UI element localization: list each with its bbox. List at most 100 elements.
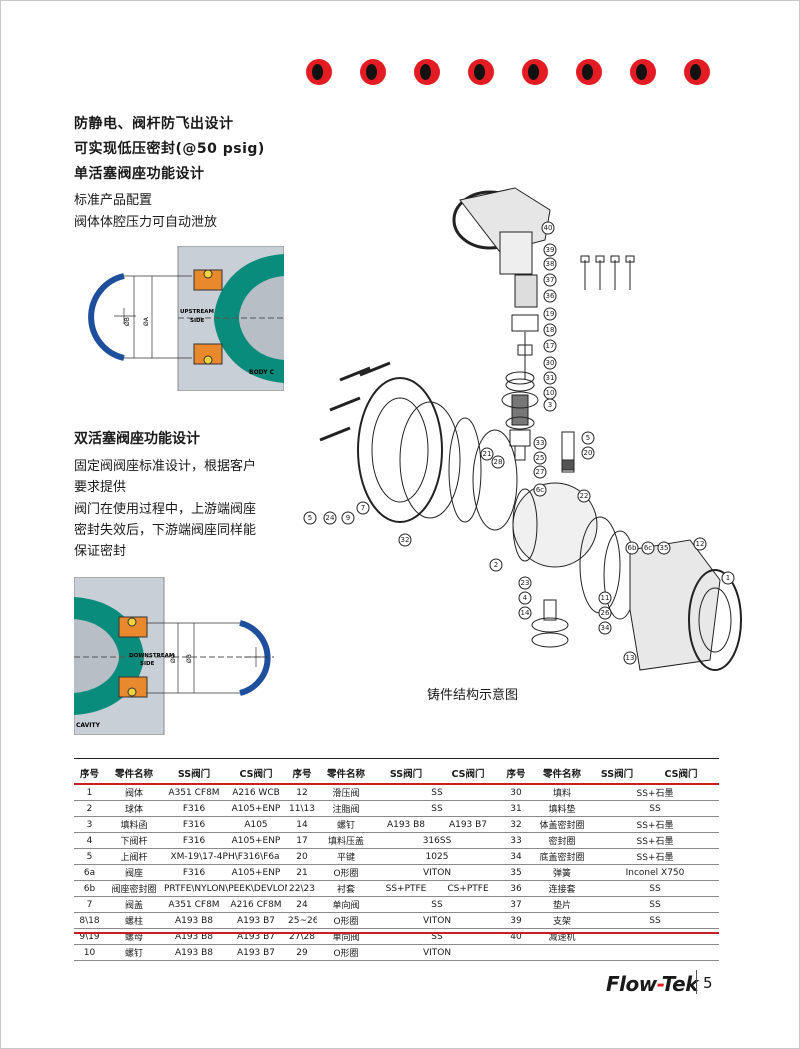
callout-26: 26 xyxy=(598,606,612,620)
upstream-label: UPSTREAM xyxy=(180,309,214,315)
callout-1: 1 xyxy=(721,571,735,585)
dot-icon xyxy=(684,59,710,85)
table-cell: 10 xyxy=(74,944,105,961)
svg-text:5: 5 xyxy=(586,434,590,442)
table-cell: O形圈 xyxy=(317,944,375,961)
callout-38: 38 xyxy=(543,257,557,271)
col-header: SS阀门 xyxy=(591,763,643,785)
col-header: SS阀门 xyxy=(163,763,225,785)
seat-diagram-downstream: ØC ØB DOWNSTREAM SIDE CAVITY xyxy=(74,577,274,735)
table-cell: 36 xyxy=(499,880,533,897)
table-cell: 6b xyxy=(74,880,105,897)
table-cell: 31 xyxy=(499,800,533,817)
callout-20: 20 xyxy=(581,446,595,460)
svg-text:3: 3 xyxy=(548,401,552,409)
svg-text:17: 17 xyxy=(546,342,555,350)
dot-icon xyxy=(630,59,656,85)
table-cell: 17 xyxy=(287,832,317,849)
table-cell: F316 xyxy=(163,800,225,817)
table-cell: 1 xyxy=(74,784,105,801)
svg-text:25: 25 xyxy=(536,454,545,462)
table-cell: 21 xyxy=(287,864,317,881)
table-cell: 20 xyxy=(287,848,317,865)
table-cell: 填料垫 xyxy=(533,800,591,817)
table-cell: 垫片 xyxy=(533,896,591,913)
table-cell: O形圈 xyxy=(317,912,375,929)
callout-22: 22 xyxy=(577,489,591,503)
logo-dash: - xyxy=(656,972,662,996)
svg-text:35: 35 xyxy=(660,544,669,552)
svg-text:38: 38 xyxy=(546,260,555,268)
callout-4: 4 xyxy=(518,591,532,605)
table-cell: A105+ENP xyxy=(225,800,287,817)
table-cell: SS xyxy=(375,896,499,913)
table-cell: A193 B7 xyxy=(225,912,287,929)
section2-line-3: 阀门在使用过程中，上游端阀座 xyxy=(74,502,257,517)
table-cell: 6a xyxy=(74,864,105,881)
table-cell xyxy=(591,944,643,961)
section-double-piston-title: 双活塞阀座功能设计 xyxy=(74,431,200,447)
dim-c-label: ØC xyxy=(170,654,177,663)
headline-low-pressure: 可实现低压密封(@50 psig) xyxy=(74,141,265,157)
body-label: BODY C xyxy=(249,369,275,376)
parts-table: 序号 零件名称 SS阀门 CS阀门 序号 零件名称 SS阀门 CS阀门 序号 零… xyxy=(74,763,719,961)
table-cell xyxy=(643,944,719,961)
table-cell: SS xyxy=(591,800,719,817)
headline-single-piston: 单活塞阀座功能设计 xyxy=(74,166,205,182)
section2-line-2: 要求提供 xyxy=(74,480,127,495)
headline-antistatic: 防静电、阀杆防飞出设计 xyxy=(74,116,234,132)
svg-text:14: 14 xyxy=(521,609,530,617)
callout-17: 17 xyxy=(543,339,557,353)
table-cell: 填料压盖 xyxy=(317,832,375,849)
callout-37: 37 xyxy=(543,273,557,287)
svg-text:9: 9 xyxy=(346,514,350,522)
table-cell: 滑压阀 xyxy=(317,784,375,801)
table-cell: 球体 xyxy=(105,800,163,817)
callout-21: 21 xyxy=(480,447,494,461)
table-cell: 33 xyxy=(499,832,533,849)
svg-text:37: 37 xyxy=(546,276,555,284)
callout-5b: 5 xyxy=(303,511,317,525)
callout-10: 10 xyxy=(543,386,557,400)
dot-icon xyxy=(306,59,332,85)
svg-text:6b: 6b xyxy=(628,544,637,552)
table-cell: 单向阀 xyxy=(317,928,375,945)
callout-13: 13 xyxy=(623,651,637,665)
table-cell: SS xyxy=(591,912,719,929)
callout-14: 14 xyxy=(518,606,532,620)
table-cell: 34 xyxy=(499,848,533,865)
section2-line-5: 保证密封 xyxy=(74,544,127,559)
table-cell: F316 xyxy=(163,832,225,849)
callout-30: 30 xyxy=(543,356,557,370)
table-cell: 22\23 xyxy=(287,880,317,897)
col-header: 零件名称 xyxy=(533,763,591,785)
svg-text:11: 11 xyxy=(601,594,610,602)
table-cell: 3 xyxy=(74,816,105,833)
svg-text:12: 12 xyxy=(696,540,705,548)
table-cell: 40 xyxy=(499,928,533,945)
svg-text:26: 26 xyxy=(601,609,610,617)
dot-icon xyxy=(360,59,386,85)
col-header: 零件名称 xyxy=(317,763,375,785)
table-cell: 27\28 xyxy=(287,928,317,945)
svg-text:10: 10 xyxy=(546,389,555,397)
table-cell: 35 xyxy=(499,864,533,881)
intro-line-1: 标准产品配置 xyxy=(74,193,153,208)
dot-icon xyxy=(414,59,440,85)
table-cell: O形圈 xyxy=(317,864,375,881)
svg-text:13: 13 xyxy=(626,654,635,662)
dim-b-label: ØB xyxy=(186,654,193,663)
callout-36: 36 xyxy=(543,289,557,303)
svg-text:40: 40 xyxy=(544,224,553,232)
table-cell xyxy=(499,944,533,961)
table-cell: 32 xyxy=(499,816,533,833)
table-cell: 螺柱 xyxy=(105,912,163,929)
seat-diagram-upstream: ØB ØA UPSTREAM SIDE BODY C xyxy=(88,246,284,391)
callout-6c-b: 6c xyxy=(641,541,655,555)
table-cell: 填料函 xyxy=(105,816,163,833)
dot-icon xyxy=(468,59,494,85)
table-cell: SS+石墨 xyxy=(591,848,719,865)
table-cell: 24 xyxy=(287,896,317,913)
